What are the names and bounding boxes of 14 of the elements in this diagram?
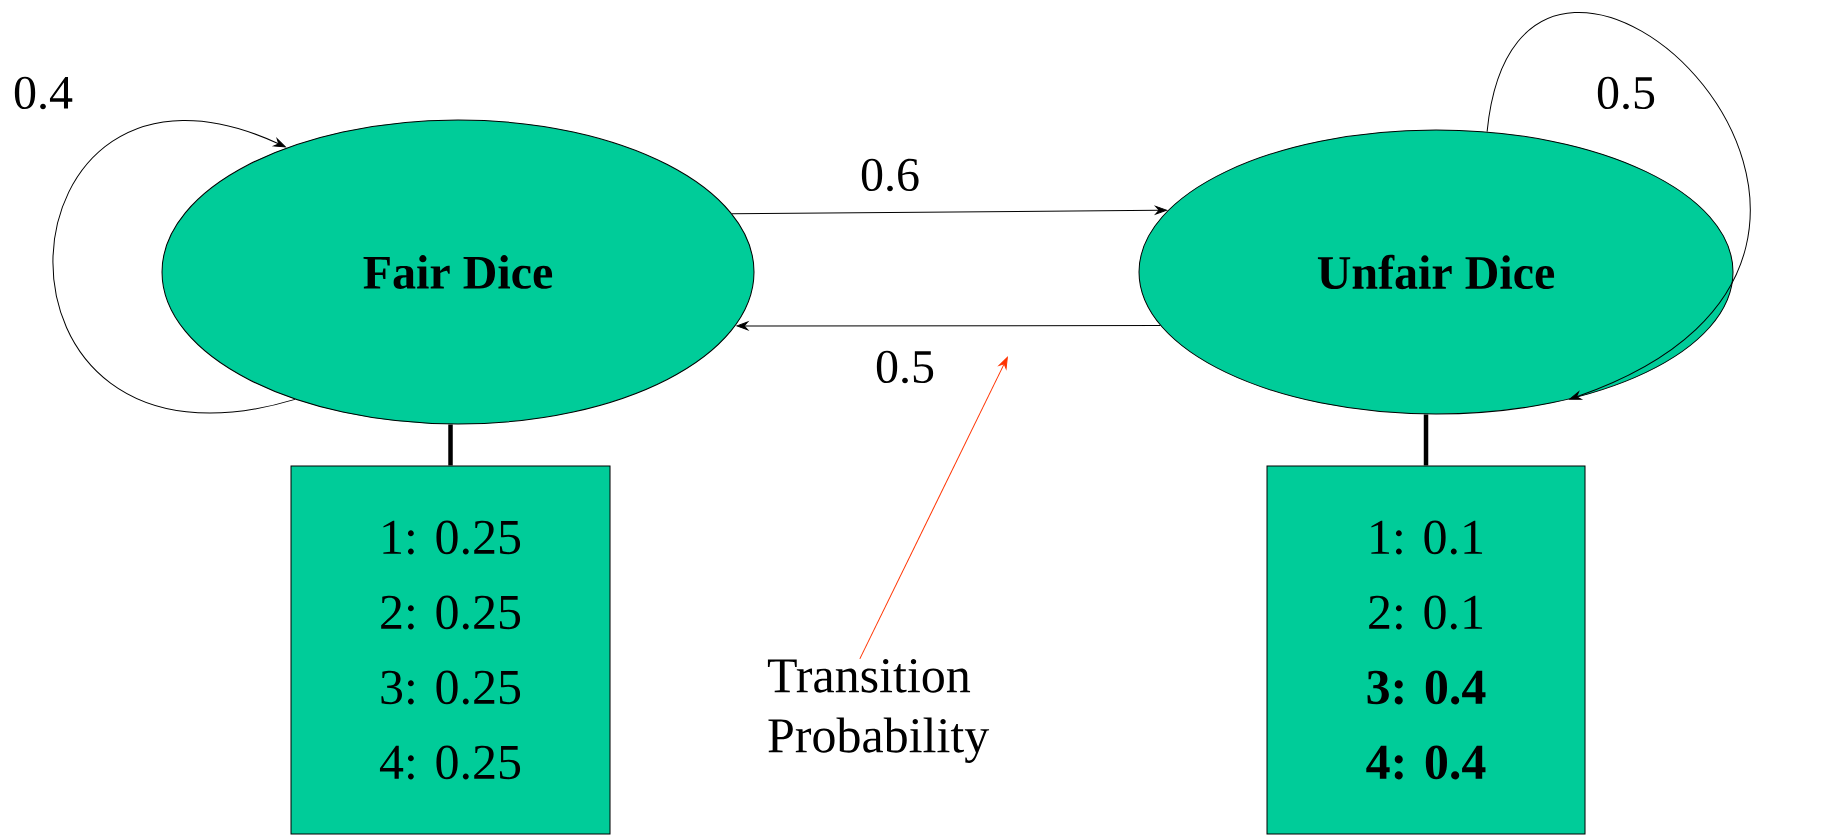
- connector-line: [1423, 414, 1429, 466]
- edge-label: 0.5: [1594, 74, 1658, 112]
- emission-box: 1: 0.1 2: 0.1 3: 0.4 4: 0.4: [1266, 465, 1586, 835]
- arrow: [736, 321, 1161, 331]
- connector-line: [448, 424, 453, 466]
- edge-label: 0.5: [873, 348, 937, 386]
- emission-box: 1: 0.25 2: 0.25 3: 0.25 4: 0.25: [290, 465, 611, 835]
- loop-arrow: [1486, 12, 1750, 400]
- arrow: [731, 205, 1168, 215]
- edge-label: 0.4: [11, 74, 75, 112]
- annotation-text: Transition Probability: [767, 659, 990, 763]
- leader-line: [859, 356, 1008, 660]
- edge-label: 0.6: [858, 156, 922, 194]
- loop-arrow: [52, 122, 296, 414]
